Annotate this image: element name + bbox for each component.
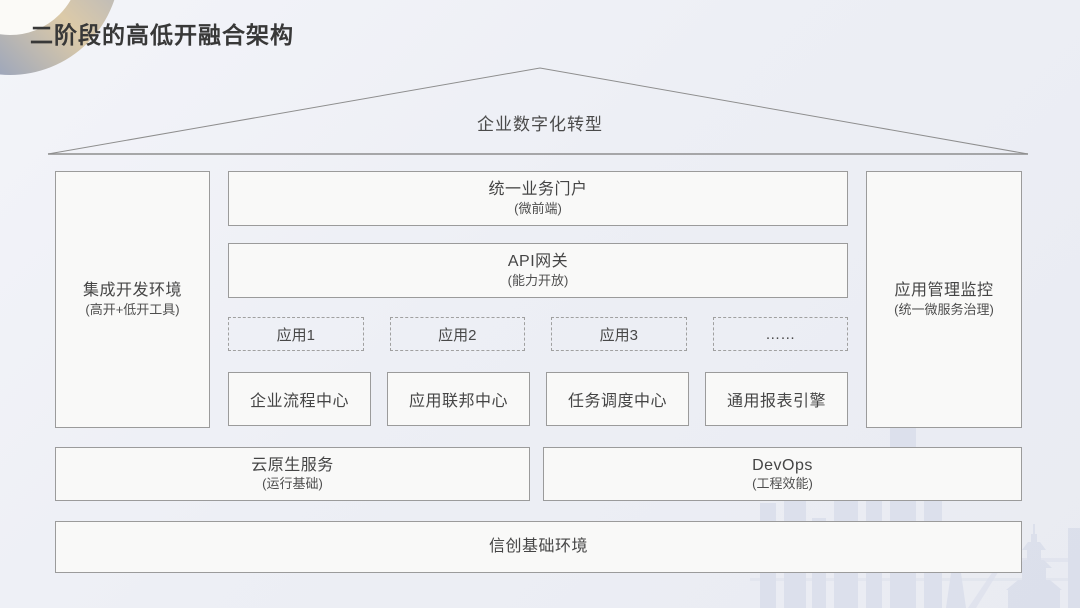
box-xinchuang-base: 信创基础环境 [55, 521, 1022, 573]
centers-row: 企业流程中心 应用联邦中心 任务调度中心 通用报表引擎 [228, 372, 848, 426]
panel-app-monitoring: 应用管理监控 (统一微服务治理) [866, 171, 1022, 428]
box-report-engine: 通用报表引擎 [705, 372, 848, 426]
box-subtitle: (能力开放) [507, 272, 569, 288]
box-api-gateway: API网关 (能力开放) [228, 243, 848, 298]
box-devops: DevOps (工程效能) [543, 447, 1022, 501]
page-title: 二阶段的高低开融合架构 [30, 22, 294, 48]
box-title: 信创基础环境 [488, 538, 588, 556]
city-skyline-watermark [750, 416, 1080, 608]
box-title: 云原生服务 [251, 456, 334, 474]
app-box-more: …… [712, 317, 848, 351]
box-subtitle: (运行基础) [262, 476, 323, 492]
box-process-center: 企业流程中心 [228, 372, 371, 426]
app-box-1: 应用1 [228, 317, 364, 351]
app-box-2: 应用2 [389, 317, 525, 351]
apps-row: 应用1 应用2 应用3 …… [228, 317, 848, 351]
box-subtitle: (微前端) [514, 200, 562, 216]
panel-title: 集成开发环境 [82, 282, 182, 300]
panel-subtitle: (统一微服务治理) [894, 301, 994, 317]
box-title: DevOps [752, 456, 813, 474]
panel-title: 应用管理监控 [894, 282, 994, 300]
roof-label: 企业数字化转型 [477, 115, 603, 134]
box-cloud-native: 云原生服务 (运行基础) [55, 447, 530, 501]
box-title: API网关 [507, 253, 569, 271]
app-box-3: 应用3 [551, 317, 687, 351]
panel-subtitle: (高开+低开工具) [85, 301, 180, 317]
panel-integrated-dev-env: 集成开发环境 (高开+低开工具) [55, 171, 210, 428]
box-subtitle: (工程效能) [752, 476, 813, 492]
box-federation-center: 应用联邦中心 [387, 372, 530, 426]
box-task-scheduling-center: 任务调度中心 [546, 372, 689, 426]
roof-shape [47, 67, 1029, 155]
box-title: 统一业务门户 [488, 181, 588, 199]
box-unified-portal: 统一业务门户 (微前端) [228, 171, 848, 226]
